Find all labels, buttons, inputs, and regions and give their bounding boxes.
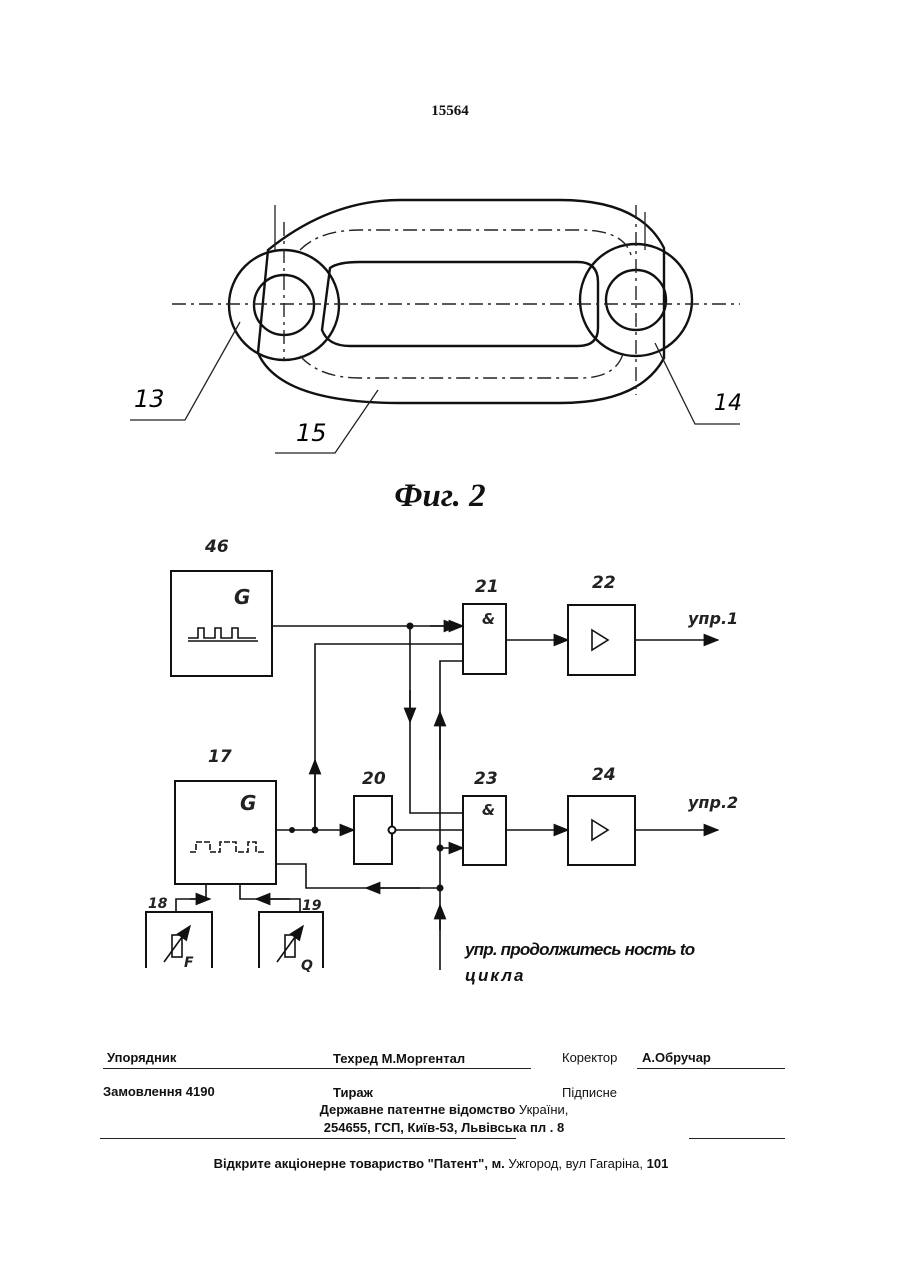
- footer-line-4: [689, 1138, 785, 1139]
- footer-signed: Підписне: [562, 1085, 617, 1100]
- footer-circulation: Тираж: [333, 1085, 373, 1100]
- resistor-18-symbol: F: [184, 955, 194, 971]
- footer-line-1: [103, 1068, 531, 1069]
- footer-office-rest: України,: [519, 1102, 569, 1117]
- label-24: 24: [592, 765, 616, 785]
- block-inverter-20: [354, 796, 392, 864]
- footer-publisher-bold: Відкрите акціонерне товариство "Патент",…: [214, 1156, 505, 1171]
- amp-22-triangle: [592, 630, 608, 650]
- footer-techred: Техред М.Моргентал: [333, 1051, 465, 1066]
- footer-corrector-label: Коректор: [562, 1050, 617, 1065]
- and-23-symbol: &: [482, 801, 495, 819]
- control-note-line-1: упр. продолжитесь ность to: [465, 940, 694, 960]
- label-23: 23: [474, 769, 498, 789]
- output-2-label: упр.2: [688, 793, 738, 812]
- footer-order: Замовлення 4190: [103, 1084, 215, 1099]
- gen-46-symbol: G: [234, 585, 250, 609]
- resistor-19-symbol: Q: [301, 958, 313, 974]
- control-note-line-2: цикла: [465, 966, 525, 986]
- label-22: 22: [592, 573, 616, 593]
- label-46: 46: [204, 537, 229, 557]
- footer-office: Державне патентне відомство України,: [0, 1102, 888, 1117]
- footer-address: 254655, ГСП, Київ-53, Львівська пл . 8: [0, 1120, 888, 1135]
- figure-2-diagram: 46 G 17 G 21 & 22 20 23 & 24 18 F 19 Q у…: [0, 0, 900, 1000]
- pulse-train-46: [188, 628, 256, 638]
- amp-24-triangle: [592, 820, 608, 840]
- label-18: 18: [148, 896, 168, 912]
- and-21-symbol: &: [482, 610, 495, 628]
- footer-line-3: [100, 1138, 516, 1139]
- footer-compiler: Упорядник: [107, 1050, 176, 1065]
- output-1-label: упр.1: [688, 609, 738, 628]
- footer-line-2: [637, 1068, 785, 1069]
- block-generator-17: [175, 781, 276, 884]
- footer-office-bold: Державне патентне відомство: [320, 1102, 516, 1117]
- block-generator-46: [171, 571, 272, 676]
- label-17: 17: [208, 747, 232, 767]
- label-19: 19: [302, 898, 322, 914]
- block-amp-24: [568, 796, 635, 865]
- footer-corrector-name: А.Обручар: [642, 1050, 711, 1065]
- gen-17-symbol: G: [240, 791, 256, 815]
- footer-publisher-num: 101: [647, 1156, 669, 1171]
- footer-publisher: Відкрите акціонерне товариство "Патент",…: [0, 1156, 882, 1171]
- label-21: 21: [475, 577, 499, 597]
- inverter-bubble: [389, 827, 396, 834]
- block-amp-22: [568, 605, 635, 675]
- footer-publisher-rest: Ужгород, вул Гагаріна,: [508, 1156, 643, 1171]
- block-resistor-19: [259, 912, 323, 968]
- label-20: 20: [362, 769, 386, 789]
- pulse-train-17: [190, 842, 266, 852]
